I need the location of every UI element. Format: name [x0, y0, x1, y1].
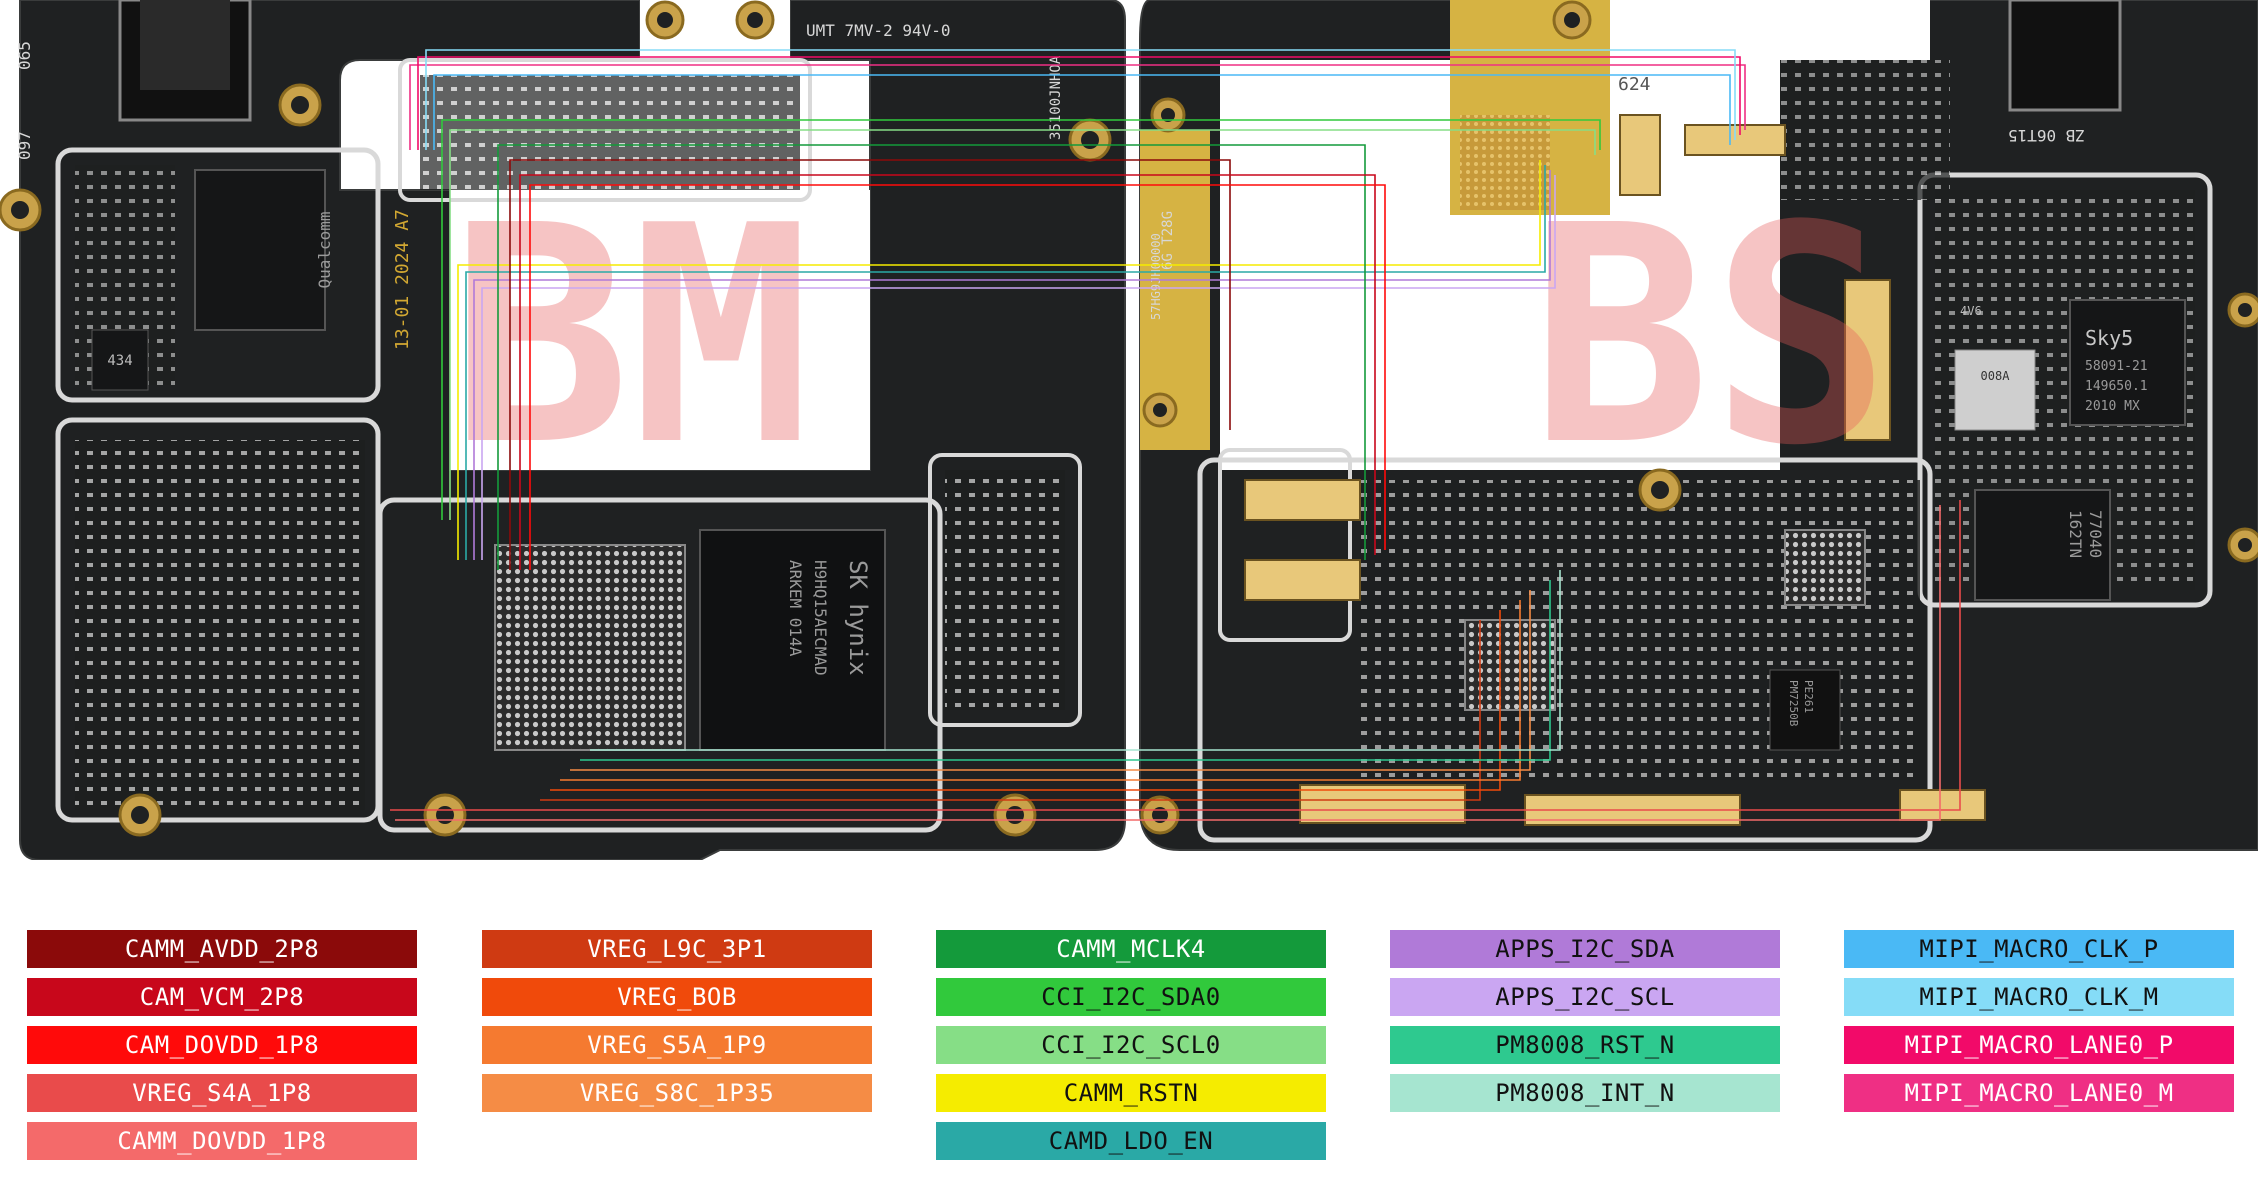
gold-pad: [1460, 115, 1550, 210]
chip-label: 162TN: [2066, 510, 2085, 558]
chip-label: PM7250B: [1787, 680, 1800, 727]
signal-traces: [390, 49, 1961, 821]
fpc-connector: [1619, 114, 1661, 196]
fpc-connector: [1299, 784, 1466, 824]
board-edge-label: 065: [15, 41, 34, 70]
pcb-board-diagram: Qualcomm 434 SK hynix H9HQ15AECMAD ARKEM…: [0, 0, 2258, 860]
chip-label: H9HQ15AECMAD: [811, 560, 830, 676]
shield-outline: [377, 497, 943, 833]
legend-entry: CAMM_DOVDD_1P8: [27, 1122, 417, 1160]
chip-label: 4V6: [1960, 304, 1982, 318]
legend-entry: MIPI_MACRO_CLK_P: [1844, 930, 2234, 968]
silkscreen-text: 13-01 2024 A7: [392, 209, 413, 350]
legend-entry: MIPI_MACRO_LANE0_M: [1844, 1074, 2234, 1112]
fpc-connector: [1844, 279, 1891, 441]
chip-label: 434: [107, 353, 132, 369]
legend-entry: CAM_VCM_2P8: [27, 978, 417, 1016]
legend-entry: VREG_L9C_3P1: [482, 930, 872, 968]
chip-label: Sky5: [2085, 326, 2133, 350]
chip-label: PE261: [1802, 680, 1815, 713]
cpu-bga: [494, 544, 686, 751]
legend-entry: VREG_BOB: [482, 978, 872, 1016]
silkscreen-text: 35100JNHOA: [1048, 55, 1064, 140]
chip-label: Qualcomm: [315, 211, 334, 288]
shield-outline: [1917, 172, 2213, 608]
silkscreen-text: 6G T28G: [1160, 211, 1176, 270]
rf-chip: [1974, 489, 2111, 601]
sk-hynix-chip: [699, 529, 886, 751]
right-board: Sky5 58091-21 149650.1 2010 MX 77040 162…: [1139, 0, 2258, 851]
legend-entry: VREG_S4A_1P8: [27, 1074, 417, 1112]
legend-entry: APPS_I2C_SDA: [1390, 930, 1780, 968]
legend-entry: CAMD_LDO_EN: [936, 1122, 1326, 1160]
pmic-bga: [1464, 619, 1556, 711]
chip-label: 77040: [2086, 510, 2105, 558]
shield-outline: [55, 147, 381, 403]
qualcomm-chip: [194, 169, 326, 331]
chip-label: 149650.1: [2085, 379, 2148, 394]
board-edge-label: 097: [15, 131, 34, 160]
shield-outline: [928, 453, 1082, 727]
chip-label: 2010 MX: [2085, 399, 2140, 414]
sky5-chip: [2069, 299, 2186, 426]
legend-entry: MIPI_MACRO_CLK_M: [1844, 978, 2234, 1016]
chip-label: ARKEM 014A: [786, 560, 805, 657]
pcb-board-svg: Qualcomm 434 SK hynix H9HQ15AECMAD ARKEM…: [0, 0, 2258, 860]
silkscreen-text: 624: [1618, 74, 1651, 95]
legend-entry: VREG_S5A_1P9: [482, 1026, 872, 1064]
legend-entry: CCI_I2C_SDA0: [936, 978, 1326, 1016]
watermark: BM: [450, 162, 811, 511]
silkscreen-text: 57HG9JH00000: [1149, 233, 1163, 320]
chip-label: SK hynix: [844, 560, 872, 676]
audio-jack: [2008, 0, 2122, 112]
watermark: BS: [1530, 162, 1891, 511]
legend-entry: VREG_S8C_1P35: [482, 1074, 872, 1112]
legend-entry: CAMM_AVDD_2P8: [27, 930, 417, 968]
legend-entry: MIPI_MACRO_LANE0_P: [1844, 1026, 2234, 1064]
legend-entry: APPS_I2C_SCL: [1390, 978, 1780, 1016]
legend-entry: PM8008_INT_N: [1390, 1074, 1780, 1112]
chip-label: 008A: [1981, 369, 2011, 383]
chip-label: 58091-21: [2085, 359, 2148, 374]
silkscreen-text: ZB 06T15: [2008, 126, 2085, 145]
legend-entry: CAMM_RSTN: [936, 1074, 1326, 1112]
legend-entry: CCI_I2C_SCL0: [936, 1026, 1326, 1064]
fpc-connector: [1244, 479, 1361, 521]
legend-entry: CAM_DOVDD_1P8: [27, 1026, 417, 1064]
fpc-connector: [1899, 789, 1986, 821]
fpc-connector: [1244, 559, 1361, 601]
silkscreen-text: UMT 7MV-2 94V-0: [806, 21, 951, 40]
legend-entry: PM8008_RST_N: [1390, 1026, 1780, 1064]
shield-outline: [1197, 457, 1933, 843]
legend-entry: CAMM_MCLK4: [936, 930, 1326, 968]
